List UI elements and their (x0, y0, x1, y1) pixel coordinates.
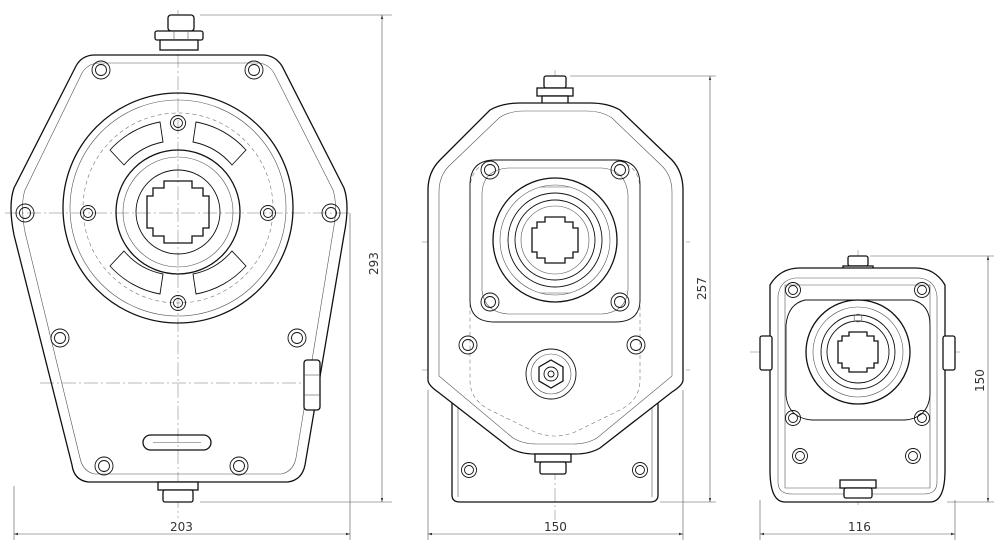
medium-housing-outline (427, 102, 684, 455)
medium-gearbox-view: 150 257 (422, 70, 716, 540)
large-gearbox-view: 203 293 (5, 10, 392, 540)
small-splined-bore (837, 331, 879, 373)
large-bottom-plug (157, 481, 199, 503)
medium-square-flange (469, 159, 641, 323)
small-housing-outline (769, 267, 946, 503)
large-width-dim: 203 (170, 520, 193, 534)
large-housing-outline (10, 54, 348, 483)
small-gearbox-view: 116 150 (750, 250, 994, 540)
medium-width-dim: 150 (544, 520, 567, 534)
small-width-dim: 116 (848, 520, 871, 534)
large-side-plug (303, 359, 321, 411)
large-splined-bore (146, 180, 210, 244)
small-height-dim: 150 (973, 369, 987, 392)
large-top-plug (154, 14, 204, 51)
large-height-dim: 293 (367, 252, 381, 275)
medium-splined-bore (531, 216, 579, 264)
medium-height-dim: 257 (695, 277, 709, 300)
